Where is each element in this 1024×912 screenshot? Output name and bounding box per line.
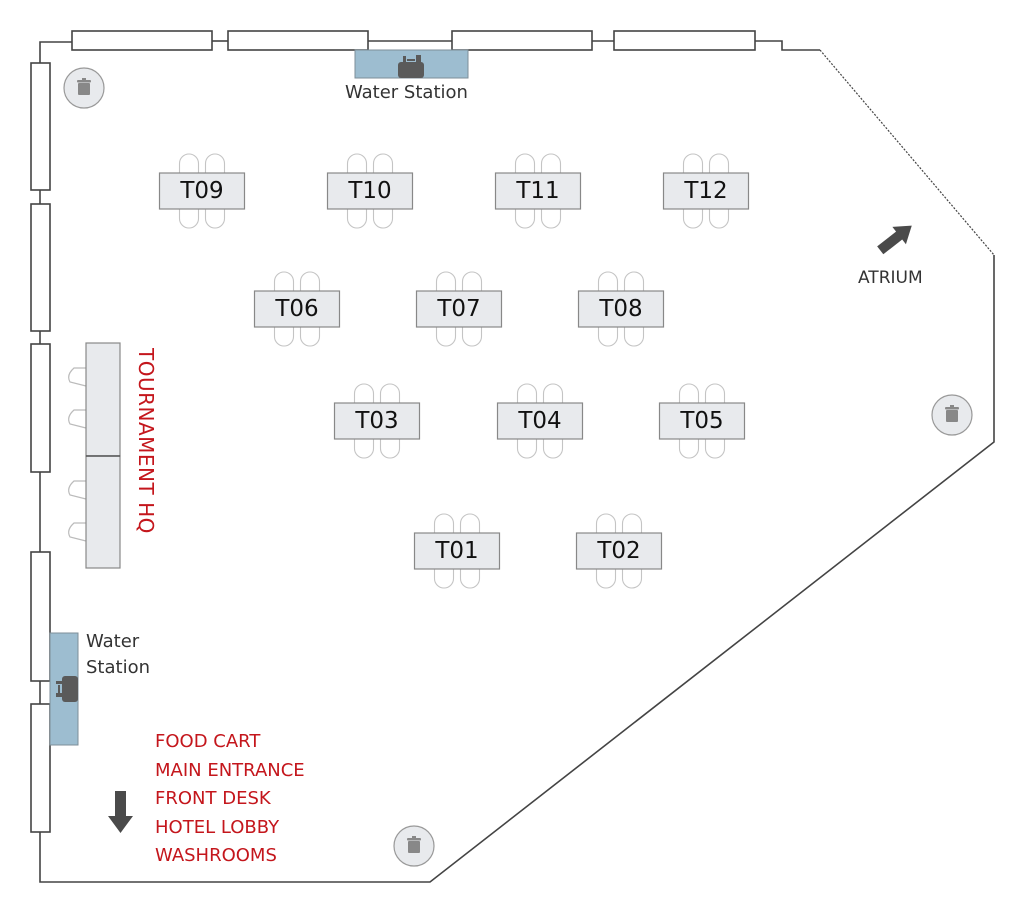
wall-right <box>39 255 995 883</box>
table-top <box>575 532 663 570</box>
tables-layer: T01 T02 T03 T04 T05 T06 T07 T08 T09 T10 T11 T12 <box>158 153 750 589</box>
water-station-left-label: Water Station <box>86 629 150 681</box>
hq-table <box>85 342 121 457</box>
table-top <box>413 532 501 570</box>
table-label: T12 <box>683 178 727 204</box>
exit-item-front-desk[interactable]: FRONT DESK <box>155 788 271 810</box>
windows-left <box>30 62 51 833</box>
window <box>71 30 213 51</box>
exit-item-washrooms[interactable]: WASHROOMS <box>155 845 277 867</box>
exit-item-hotel-lobby[interactable]: HOTEL LOBBY <box>155 816 280 838</box>
window <box>30 62 51 191</box>
window <box>30 703 51 833</box>
game-table-t09[interactable]: T09 <box>158 153 246 229</box>
trash-bin[interactable] <box>63 67 105 109</box>
game-table-t01[interactable]: T01 <box>413 513 501 589</box>
trash-bin[interactable] <box>931 394 973 436</box>
table-label: T03 <box>354 408 398 434</box>
table-top <box>415 290 503 328</box>
game-table-t08[interactable]: T08 <box>577 271 665 347</box>
water-station-top-label: Water Station <box>345 82 468 103</box>
water-station-left-line2: Station <box>86 657 150 678</box>
water-dispenser-icon <box>398 55 424 78</box>
trash-bin[interactable] <box>393 825 435 867</box>
arrow-up-right-icon <box>877 225 912 255</box>
window <box>30 203 51 332</box>
game-table-t05[interactable]: T05 <box>658 383 746 459</box>
tournament-hq-label: TOURNAMENT HQ <box>134 348 158 534</box>
chair <box>68 367 87 387</box>
game-table-t04[interactable]: T04 <box>496 383 584 459</box>
atrium-label: ATRIUM <box>858 268 923 288</box>
water-station-left-line1: Water <box>86 631 140 652</box>
game-table-t06[interactable]: T06 <box>253 271 341 347</box>
table-top <box>658 402 746 440</box>
table-label: T10 <box>347 178 391 204</box>
window <box>30 343 51 473</box>
tournament-hq-tables[interactable] <box>68 342 121 569</box>
water-station-left[interactable] <box>49 632 79 746</box>
table-top <box>662 172 750 210</box>
table-top <box>496 402 584 440</box>
table-top <box>326 172 414 210</box>
table-label: T09 <box>179 178 223 204</box>
table-top <box>253 290 341 328</box>
window <box>451 30 593 51</box>
game-table-t03[interactable]: T03 <box>333 383 421 459</box>
table-top <box>494 172 582 210</box>
table-top <box>577 290 665 328</box>
trash-icon <box>407 836 421 853</box>
window <box>227 30 369 51</box>
game-table-t07[interactable]: T07 <box>415 271 503 347</box>
wall-top <box>39 41 72 63</box>
table-label: T11 <box>515 178 559 204</box>
table-label: T01 <box>434 538 478 564</box>
table-top <box>333 402 421 440</box>
game-table-t12[interactable]: T12 <box>662 153 750 229</box>
exit-item-main-entrance[interactable]: MAIN ENTRANCE <box>155 759 305 781</box>
game-table-t02[interactable]: T02 <box>575 513 663 589</box>
arrow-down-icon <box>108 791 133 833</box>
table-label: T02 <box>596 538 640 564</box>
trash-icon <box>77 78 91 95</box>
table-label: T07 <box>436 296 480 322</box>
exit-directions: FOOD CART MAIN ENTRANCE FRONT DESK HOTEL… <box>155 728 305 871</box>
water-station-top[interactable] <box>354 49 469 79</box>
table-label: T04 <box>517 408 561 434</box>
game-table-t11[interactable]: T11 <box>494 153 582 229</box>
table-label: T06 <box>274 296 318 322</box>
wall-atrium-diagonal <box>819 49 995 256</box>
trash-bins <box>63 67 973 867</box>
walls <box>39 40 995 883</box>
chair <box>68 522 87 542</box>
exit-item-food-cart[interactable]: FOOD CART <box>155 731 261 752</box>
wall-top-right <box>755 40 820 51</box>
chair <box>68 409 87 429</box>
hq-table <box>85 455 121 569</box>
windows-top <box>71 30 756 51</box>
window <box>613 30 756 51</box>
window <box>30 551 51 682</box>
game-table-t10[interactable]: T10 <box>326 153 414 229</box>
chair <box>68 480 87 500</box>
table-label: T08 <box>598 296 642 322</box>
trash-icon <box>945 405 959 422</box>
table-top <box>158 172 246 210</box>
water-dispenser-icon <box>56 676 78 702</box>
table-label: T05 <box>679 408 723 434</box>
